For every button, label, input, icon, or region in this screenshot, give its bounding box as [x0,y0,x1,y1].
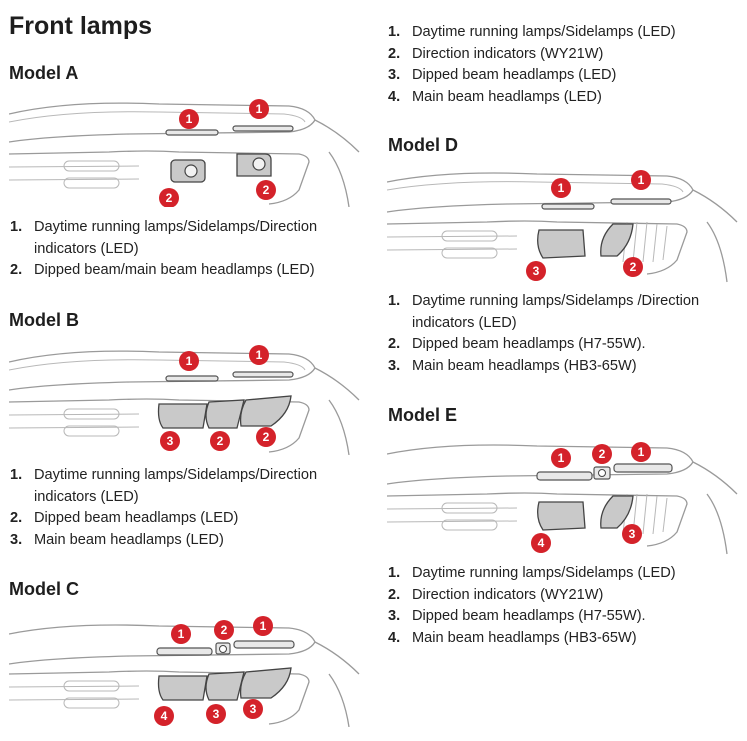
callout-badge: 4 [154,706,174,726]
model-b-heading: Model B [9,310,79,330]
drl-strips [165,125,294,136]
svg-text:1: 1 [558,181,565,195]
callout-badge: 2 [592,444,612,464]
svg-text:1: 1 [178,627,185,641]
list-item: 2.Direction indicators (WY21W) [388,586,604,603]
svg-text:2: 2 [630,260,637,274]
led-headlamp-units [157,667,292,701]
svg-text:2: 2 [217,434,224,448]
model-c-diagram: 1 2 1 4 3 3 [9,616,360,727]
callout-badge: 1 [551,178,571,198]
list-item: 4.Main beam headlamps (LED) [388,88,602,105]
svg-text:2: 2 [166,191,173,205]
callout-badge: 3 [206,704,226,724]
callout-badge: 1 [253,616,273,636]
halogen-headlamp-units [537,223,634,259]
list-item: 2.Dipped beam headlamps (H7-55W). [388,336,646,353]
list-item: 1.Daytime running lamps/Sidelamps /Direc… [388,293,700,331]
list-item: 3.Main beam headlamps (LED) [10,531,224,548]
list-item: 1.Daytime running lamps/Sidelamps (LED) [388,565,676,581]
model-a-legend: 1.Daytime running lamps/Sidelamps/Direct… [10,217,360,282]
svg-text:1: 1 [638,445,645,459]
drl-strips [541,198,672,210]
page-title: Front lamps [9,12,153,40]
car-front-outline [9,102,360,207]
callout-badge: 1 [551,448,571,468]
model-c-legend: 1.Daytime running lamps/Sidelamps (LED) … [388,22,743,108]
led-headlamp-units [157,395,292,429]
svg-text:2: 2 [221,623,228,637]
list-item: 4.Main beam headlamps (HB3-65W) [388,629,637,646]
model-e-heading: Model E [388,405,458,425]
model-e-diagram: 1 2 1 4 3 [387,442,738,555]
callout-badge: 1 [631,442,651,462]
model-a-heading: Model A [9,63,79,83]
list-item: 1.Daytime running lamps/Sidelamps/Direct… [10,467,318,505]
callout-badge: 1 [249,99,269,119]
callout-badge: 3 [622,524,642,544]
callout-badge: 4 [531,533,551,553]
car-front-outline [9,624,360,727]
list-item: 1.Daytime running lamps/Sidelamps (LED) [388,24,676,40]
list-item: 2.Dipped beam headlamps (LED) [10,510,239,527]
svg-text:4: 4 [161,709,168,723]
halogen-headlamp-units [537,495,634,531]
callout-badge: 1 [179,351,199,371]
svg-text:1: 1 [256,348,263,362]
svg-text:3: 3 [250,702,257,716]
callout-badge: 2 [159,188,179,207]
svg-text:1: 1 [638,173,645,187]
model-d-diagram: 1 1 3 2 [387,170,738,283]
svg-text:1: 1 [256,102,263,116]
list-item: 1.Daytime running lamps/Sidelamps/Direct… [10,219,318,257]
drl-strips [165,371,294,382]
callout-badge: 1 [249,345,269,365]
callout-badge: 3 [526,261,546,281]
car-front-outline [387,444,738,555]
model-e-legend: 1.Daytime running lamps/Sidelamps (LED) … [388,563,743,649]
callout-badge: 1 [631,170,651,190]
svg-text:3: 3 [167,434,174,448]
callout-badge: 2 [256,427,276,447]
drl-strips [536,463,673,481]
list-item: 3.Dipped beam headlamps (H7-55W). [388,608,646,625]
callout-badge: 2 [623,257,643,277]
drl-strips [156,640,295,656]
model-a-diagram: 1 1 2 2 [9,99,360,207]
callout-badge: 3 [160,431,180,451]
model-b-legend: 1.Daytime running lamps/Sidelamps/Direct… [10,465,360,551]
svg-text:1: 1 [186,354,193,368]
svg-text:2: 2 [263,430,270,444]
svg-text:3: 3 [533,264,540,278]
list-item: 2.Dipped beam/main beam headlamps (LED) [10,262,315,279]
list-item: 2.Direction indicators (WY21W) [388,45,604,62]
svg-text:2: 2 [599,447,606,461]
svg-text:2: 2 [263,183,270,197]
callout-badge: 2 [256,180,276,200]
svg-text:1: 1 [186,112,193,126]
svg-text:1: 1 [558,451,565,465]
model-d-legend: 1.Daytime running lamps/Sidelamps /Direc… [388,291,743,377]
svg-text:3: 3 [213,707,220,721]
callout-badge: 1 [171,624,191,644]
callout-badge: 3 [243,699,263,719]
list-item: 3.Main beam headlamps (HB3-65W) [388,357,637,374]
svg-text:4: 4 [538,536,545,550]
car-front-outline [9,350,360,455]
car-front-outline [387,172,738,283]
callout-badge: 2 [214,620,234,640]
model-c-heading: Model C [9,579,79,599]
model-d-heading: Model D [388,135,458,155]
callout-badge: 1 [179,109,199,129]
list-item: 3.Dipped beam headlamps (LED) [388,67,617,84]
model-b-diagram: 1 1 3 2 2 [9,345,360,455]
callout-badge: 2 [210,431,230,451]
svg-text:1: 1 [260,619,267,633]
led-headlamp-units [170,153,272,183]
svg-text:3: 3 [629,527,636,541]
